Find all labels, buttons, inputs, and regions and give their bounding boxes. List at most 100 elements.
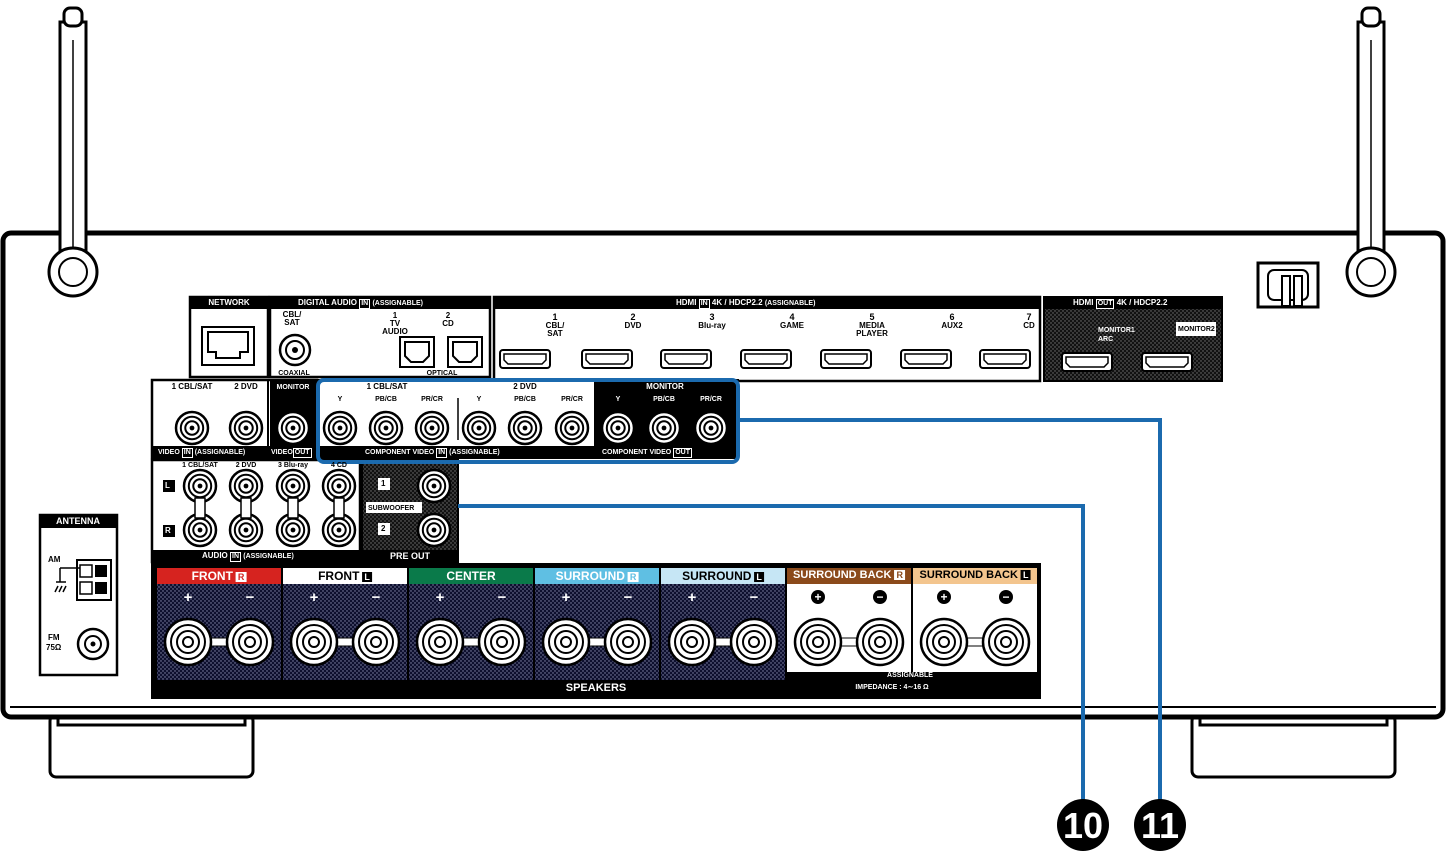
- speaker-1-minus-symbol: −: [245, 589, 255, 606]
- speaker-3-plus-symbol: +: [435, 589, 445, 606]
- digital-audio-block: [268, 295, 492, 379]
- audio-in-2-r-jack: [228, 512, 264, 548]
- component-pb-label-2: PB/CB: [375, 396, 397, 403]
- speakers-assignable-label: ASSIGNABLE: [887, 672, 933, 679]
- callout-11-leader: [740, 418, 1162, 800]
- optical-1-label: TV AUDIO: [382, 319, 408, 336]
- hdmi-in-3-num: 3: [709, 312, 715, 322]
- speaker-channel-1: [157, 568, 281, 680]
- component-jack-2: [368, 410, 404, 446]
- component-pr-label-3: PR/CR: [421, 396, 443, 403]
- callout-10-number: 10: [1063, 805, 1103, 846]
- foot-right: [1190, 713, 1397, 779]
- audio-in-4-link: [333, 497, 345, 519]
- speaker-1-plus-symbol: +: [183, 589, 193, 606]
- hdmi-in-port-2: [581, 349, 633, 369]
- hdmi-in-6-label: AUX2: [941, 321, 963, 330]
- audio-in-2-l-jack: [228, 468, 264, 504]
- speaker-3-minus-symbol: −: [497, 589, 507, 606]
- component-group2-label: 2 DVD: [513, 382, 537, 391]
- callout-11-number: 11: [1141, 805, 1179, 846]
- hdmi-in-1-label: CBL/ SAT: [545, 321, 565, 338]
- optical-label: OPTICAL: [426, 370, 458, 377]
- monitor2-label: MONITOR2: [1178, 326, 1215, 333]
- audio-in-1-link: [194, 497, 206, 519]
- component-group1-label: 1 CBL/SAT: [366, 382, 408, 391]
- audio-r-label: R: [165, 526, 171, 535]
- audio-in-4-r-jack: [321, 512, 357, 548]
- component-pr-label-9: PR/CR: [700, 396, 722, 403]
- speaker-7-plus-symbol: +: [937, 590, 951, 604]
- speaker-channel-5: [661, 568, 785, 680]
- audio-in-col-3-label: 3 Blu-ray: [278, 462, 308, 469]
- foot-left: [48, 713, 255, 779]
- speaker-6-minus-symbol: −: [873, 590, 887, 604]
- hdmi-in-3-label: Blu-ray: [698, 321, 726, 330]
- audio-in-footer: AUDIO IN (ASSIGNABLE): [202, 551, 294, 562]
- hdmi-out-block: [1043, 296, 1223, 382]
- component-pb-label-5: PB/CB: [514, 396, 536, 403]
- hdmi-in-5-label: MEDIA PLAYER: [856, 321, 888, 338]
- audio-in-3-r-jack: [275, 512, 311, 548]
- subwoofer-label: SUBWOOFER: [368, 505, 415, 512]
- video-monitor-jack: [275, 410, 311, 446]
- digital-audio-title: DIGITAL AUDIO IN (ASSIGNABLE): [298, 298, 423, 309]
- hdmi-in-title: HDMI IN 4K / HDCP2.2 (ASSIGNABLE): [676, 298, 816, 309]
- audio-in-3-l-jack: [275, 468, 311, 504]
- hdmi-in-4-label: GAME: [780, 321, 804, 330]
- pre-out-footer: PRE OUT: [389, 551, 431, 561]
- subwoofer-1-jack: [416, 468, 452, 504]
- callout-10-leader: [458, 504, 1085, 800]
- hdmi-in-port-7: [979, 349, 1031, 369]
- antenna-left: [47, 6, 99, 298]
- component-y-label-1: Y: [337, 396, 343, 403]
- hdmi-in-port-3: [660, 349, 712, 369]
- component-jack-9: [693, 410, 729, 446]
- fm-ohm-label: 75Ω: [46, 643, 62, 652]
- audio-in-1-r-jack: [182, 512, 218, 548]
- component-video-highlight: [316, 378, 740, 464]
- component-pb-label-8: PB/CB: [653, 396, 675, 403]
- callout-10-badge: 10: [1057, 799, 1109, 851]
- video-in-1-jack: [174, 410, 210, 446]
- component-monitor-label: MONITOR: [646, 382, 684, 391]
- subwoofer-2-jack: [416, 512, 452, 548]
- component-jack-6: [554, 410, 590, 446]
- component-jack-8: [646, 410, 682, 446]
- sub1-label: 1: [381, 479, 386, 488]
- hdmi-in-7-num: 7: [1026, 312, 1032, 322]
- impedance-label: IMPEDANCE : 4∼16 Ω: [855, 684, 929, 691]
- fm-label: FM: [48, 633, 60, 642]
- audio-in-1-l-jack: [182, 468, 218, 504]
- network-title: NETWORK: [208, 298, 250, 307]
- am-label: AM: [48, 555, 61, 564]
- speaker-5-minus-symbol: −: [749, 589, 759, 606]
- speaker-7-minus-symbol: −: [999, 590, 1013, 604]
- component-in-footer: COMPONENT VIDEO IN (ASSIGNABLE): [365, 448, 500, 458]
- component-jack-3: [414, 410, 450, 446]
- hdmi-in-1-num: 1: [552, 312, 558, 322]
- component-pr-label-6: PR/CR: [561, 396, 583, 403]
- speaker-channel-2: [283, 568, 407, 680]
- video-in-footer: VIDEO IN (ASSIGNABLE): [158, 448, 246, 458]
- video-in-1-label: 1 CBL/SAT: [171, 382, 213, 391]
- antenna-right: [1345, 6, 1397, 298]
- component-jack-4: [461, 410, 497, 446]
- hdmi-in-2-label: DVD: [624, 321, 642, 330]
- audio-in-2-link: [240, 497, 252, 519]
- speaker-channel-6: [787, 568, 911, 672]
- hdmi-in-2-num: 2: [630, 312, 636, 322]
- speaker-channel-3: [409, 568, 533, 680]
- sub2-label: 2: [381, 524, 386, 533]
- monitor1-arc-label: MONITOR1 ARC: [1098, 327, 1135, 343]
- audio-in-4-l-jack: [321, 468, 357, 504]
- hdmi-in-port-5: [820, 349, 872, 369]
- ac-inlet: [1256, 261, 1320, 309]
- component-out-footer: COMPONENT VIDEO OUT: [602, 448, 692, 458]
